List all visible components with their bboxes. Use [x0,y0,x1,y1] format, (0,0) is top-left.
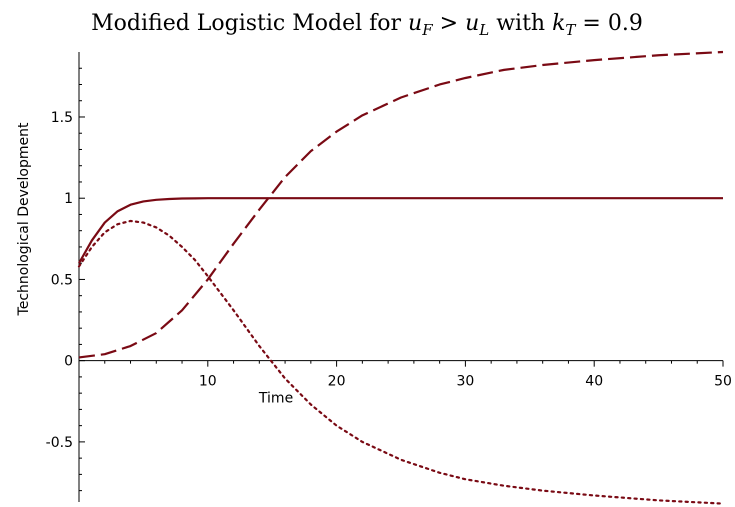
series-line-solid [78,197,723,264]
series-group [77,50,725,505]
y-tick-label: 1.5 [51,110,73,126]
title-k-var: k [552,11,565,36]
title-eq-value: = 0.9 [575,11,642,36]
title-sub-t: T [565,21,576,39]
chart-title: Modified Logistic Model for uF > uL with… [91,11,643,39]
title-gt: > [433,11,465,36]
title-with: with [489,11,552,36]
y-tick-label: 0 [64,354,73,370]
x-tick-label: 10 [199,374,217,390]
x-tick-label: 30 [456,374,474,390]
y-tick-label: 0.5 [51,272,73,288]
y-axis-label: Technological Development [16,122,32,316]
title-sub-f: F [421,21,433,39]
y-tick-label: 1 [64,191,73,207]
x-tick-label: 50 [714,374,732,390]
series-line-dotted [77,219,725,505]
title-prefix: Modified Logistic Model for [91,11,408,36]
x-axis-label: Time [258,391,293,407]
title-u-var-f: u [408,11,422,36]
title-sub-l: L [478,21,489,39]
x-tick-label: 40 [585,374,603,390]
tick-group: 10 20 30 40 50 -0.5 0 0.5 1 1.5 [46,67,732,492]
y-tick-label: -0.5 [46,435,73,451]
series-line-dashed [78,50,724,359]
x-tick-label: 20 [328,374,346,390]
title-u-var-l: u [465,11,479,36]
